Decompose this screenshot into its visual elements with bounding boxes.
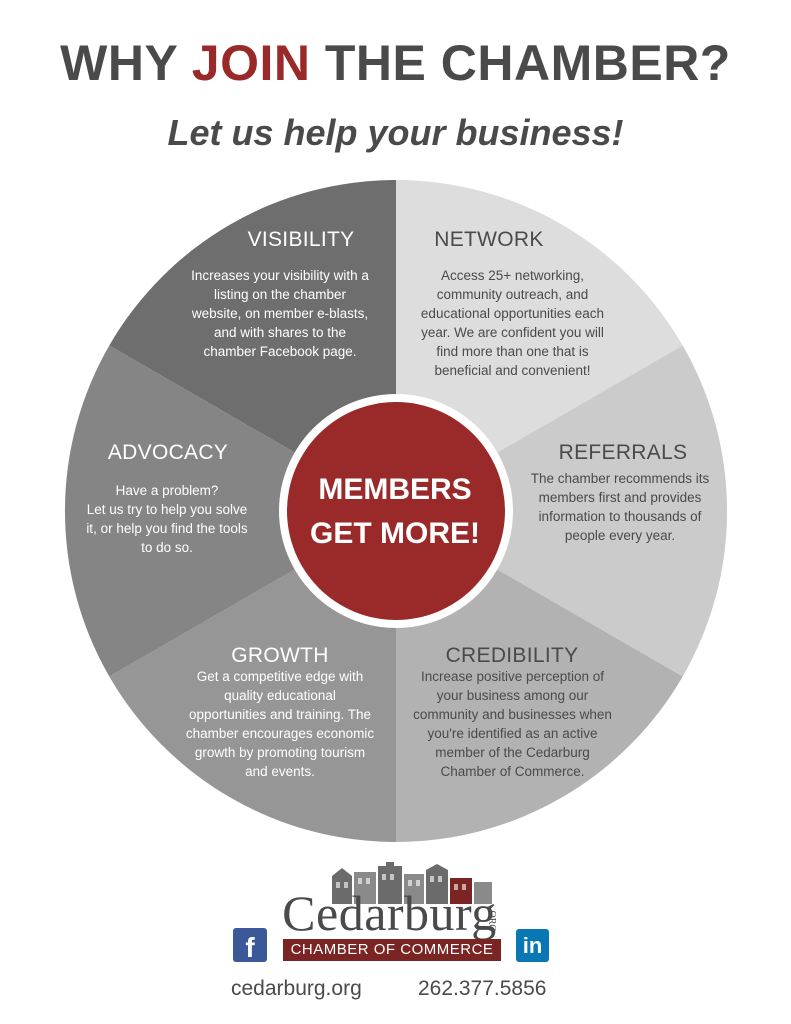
advocacy-line: Let us try to help you solve [86, 502, 248, 517]
referrals-line: people every year. [564, 528, 676, 543]
referrals-title: REFERRALS [558, 441, 688, 464]
network-line: Access 25+ networking, [441, 268, 584, 283]
phone-number: 262.377.5856 [418, 977, 547, 1000]
advocacy-line: to do so. [141, 540, 193, 555]
credibility-line: your business among our [436, 688, 589, 703]
growth-line: quality educational [224, 688, 336, 703]
credibility-title: CREDIBILITY [445, 644, 579, 667]
visibility-line: and with shares to the [213, 325, 347, 340]
visibility-body: Increases your visibility with a listing… [170, 266, 390, 361]
credibility-line: member of the Cedarburg [435, 745, 590, 760]
logo-wordmark: Cedarburg [282, 885, 497, 941]
referrals-body: The chamber recommends its members first… [510, 469, 730, 545]
cedarburg-logo [332, 862, 492, 904]
credibility-line: Chamber of Commerce. [440, 764, 585, 779]
credibility-body: Increase positive perception of your bus… [400, 667, 625, 781]
referrals-line: information to thousands of [538, 509, 702, 524]
center-line2: GET MORE! [310, 517, 480, 550]
credibility-line: community and businesses when [413, 707, 612, 722]
growth-line: Get a competitive edge with [196, 669, 364, 684]
credibility-line: Increase positive perception of [420, 669, 605, 684]
visibility-line: website, on member e-blasts, [191, 306, 369, 321]
referrals-line: The chamber recommends its [530, 471, 710, 486]
website-link[interactable]: cedarburg.org [231, 977, 362, 1000]
visibility-line: chamber Facebook page. [203, 344, 357, 359]
network-body: Access 25+ networking, community outreac… [400, 266, 625, 380]
credibility-line: you're identified as an active [427, 726, 598, 741]
logo-org: .ORG [486, 908, 497, 932]
title-part1: WHY [60, 35, 192, 91]
center-label: MEMBERS GET MORE! [280, 468, 510, 556]
growth-body: Get a competitive edge with quality educ… [170, 667, 390, 781]
center-circle [287, 402, 505, 620]
visibility-line: listing on the chamber [213, 287, 347, 302]
facebook-icon[interactable]: f [233, 928, 267, 962]
network-line: community outreach, and [436, 287, 589, 302]
logo-subtitle: CHAMBER OF COMMERCE [283, 939, 501, 961]
page-title: WHY JOIN THE CHAMBER? [0, 34, 791, 92]
visibility-title: VISIBILITY [247, 228, 355, 251]
network-line: find more than one that is [436, 344, 589, 359]
title-part2: THE CHAMBER? [310, 35, 731, 91]
title-accent: JOIN [191, 35, 311, 91]
network-line: educational opportunities each [420, 306, 605, 321]
growth-line: and events. [245, 764, 315, 779]
network-title: NETWORK [434, 228, 544, 251]
growth-line: chamber encourages economic [185, 726, 375, 741]
advocacy-line: it, or help you find the tools [86, 521, 248, 536]
advocacy-title: ADVOCACY [107, 441, 229, 464]
visibility-line: Increases your visibility with a [191, 268, 369, 283]
wedge-referrals [396, 345, 728, 677]
wedge-advocacy [64, 345, 397, 677]
advocacy-line: Have a problem? [115, 483, 219, 498]
network-line: beneficial and convenient! [434, 363, 591, 378]
growth-line: opportunities and training. The [188, 707, 372, 722]
network-line: year. We are confident you will [421, 325, 604, 340]
growth-title: GROWTH [231, 644, 329, 667]
advocacy-body: Have a problem? Let us try to help you s… [62, 481, 272, 557]
page-subtitle: Let us help your business! [167, 112, 624, 153]
linkedin-icon[interactable]: in [516, 929, 549, 962]
growth-line: growth by promoting tourism [194, 745, 366, 760]
referrals-line: members first and provides [538, 490, 702, 505]
center-line1: MEMBERS [318, 473, 472, 506]
